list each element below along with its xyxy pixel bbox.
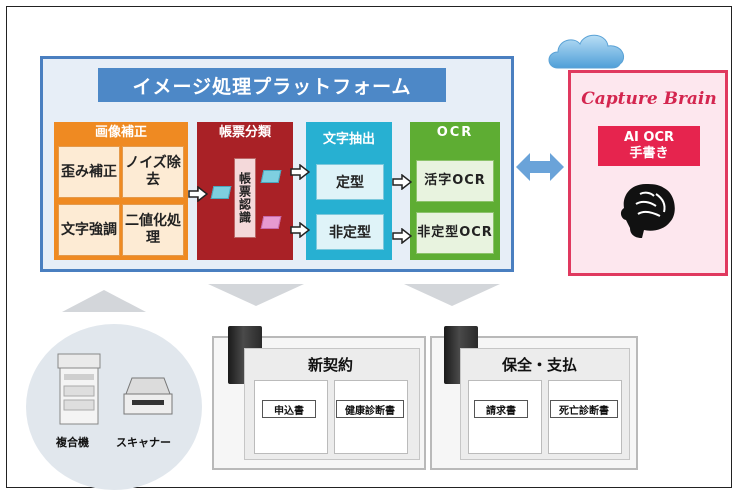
- health-certificate-label: 健康診断書: [336, 400, 404, 418]
- diagram-frame: [6, 6, 732, 488]
- document-icon: [260, 216, 282, 229]
- arrow-right-icon: [290, 164, 310, 180]
- document-icon: [260, 170, 282, 183]
- mfp-icon: [57, 353, 101, 425]
- up-arrow-icon: [62, 290, 146, 312]
- brain-icon: [620, 184, 675, 238]
- form-recognition-box: 帳票認識: [234, 158, 256, 238]
- ocr-header: OCR: [436, 124, 474, 140]
- application-form-label: 申込書: [262, 400, 316, 418]
- death-certificate-label: 死亡診断書: [550, 400, 618, 418]
- down-arrow-icon: [208, 284, 304, 306]
- text-emphasis-box: 文字強調: [58, 204, 120, 256]
- capture-brain-logo: Capture Brain: [581, 89, 717, 109]
- nonfixed-form-box: 非定型: [316, 214, 384, 250]
- ai-ocr-handwriting-tag: AI OCR 手書き: [598, 126, 700, 166]
- maintenance-payment-title: 保全・支払: [502, 356, 578, 374]
- arrow-right-icon: [188, 186, 208, 202]
- arrow-right-icon: [290, 222, 310, 238]
- distortion-correction-box: 歪み補正: [58, 146, 120, 198]
- arrow-right-icon: [392, 228, 412, 244]
- down-arrow-icon: [404, 284, 500, 306]
- image-correction-header: 画像補正: [94, 124, 147, 140]
- new-contract-title: 新契約: [308, 356, 354, 374]
- printed-ocr-box: 活字OCR: [416, 160, 494, 202]
- form-classification-header: 帳票分類: [218, 124, 271, 140]
- text-extraction-header: 文字抽出: [322, 131, 375, 147]
- cloud-icon: [548, 34, 624, 69]
- input-devices-circle: [26, 324, 202, 490]
- handwriting-label: 手書き: [629, 146, 669, 161]
- scanner-label: スキャナー: [116, 436, 171, 449]
- nonfixed-ocr-box: 非定型OCR: [416, 212, 494, 254]
- claim-form-label: 請求書: [474, 400, 528, 418]
- ai-ocr-label: AI OCR: [623, 129, 675, 145]
- platform-title: イメージ処理プラットフォーム: [98, 68, 446, 102]
- bidirectional-arrow-icon: [516, 153, 564, 181]
- fixed-form-box: 定型: [316, 164, 384, 200]
- binarization-box: 二値化処理: [122, 204, 184, 256]
- document-icon: [210, 186, 232, 199]
- arrow-right-icon: [392, 174, 412, 190]
- noise-removal-box: ノイズ除去: [122, 146, 184, 198]
- scanner-icon: [123, 377, 173, 415]
- mfp-label: 複合機: [56, 436, 89, 449]
- capture-brain-panel: [568, 70, 728, 276]
